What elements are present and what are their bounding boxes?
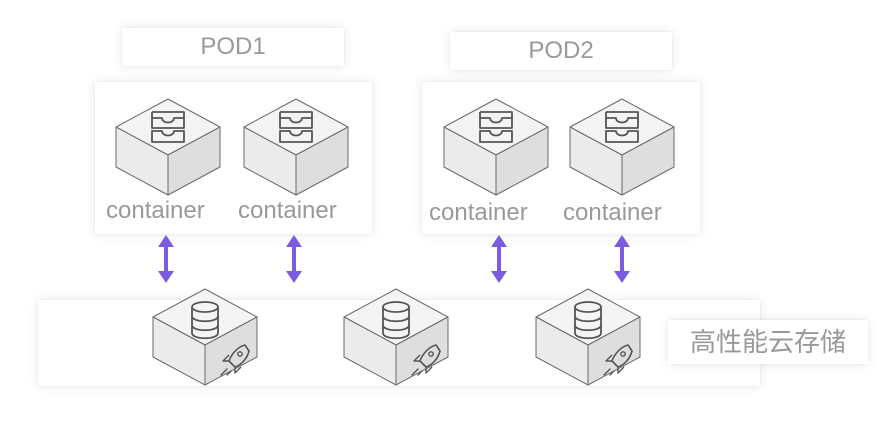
double-arrow-icon <box>489 233 509 285</box>
pod2-container2-node <box>569 98 675 196</box>
pod2-container2-label: container <box>563 199 662 226</box>
double-arrow-icon <box>612 233 632 285</box>
pod2-title: POD2 <box>528 37 594 64</box>
pod2-title-box: POD2 <box>450 32 672 70</box>
pod1-title-box: POD1 <box>122 28 344 66</box>
pod1-title: POD1 <box>200 33 266 60</box>
pod1-container2-node <box>243 98 349 196</box>
pod1-container1-node <box>115 98 221 196</box>
double-arrow-icon <box>156 233 176 285</box>
pod2-container1-node <box>443 98 549 196</box>
pod2-container1-label: container <box>429 199 528 226</box>
pod1-container2-label: container <box>238 197 337 224</box>
pod1-container1-label: container <box>106 197 205 224</box>
double-arrow-icon <box>284 233 304 285</box>
storage-node-3 <box>535 288 641 386</box>
storage-title-box: 高性能云存储 <box>668 320 868 364</box>
storage-node-1 <box>152 288 258 386</box>
storage-node-2 <box>343 288 449 386</box>
storage-title: 高性能云存储 <box>689 327 846 357</box>
